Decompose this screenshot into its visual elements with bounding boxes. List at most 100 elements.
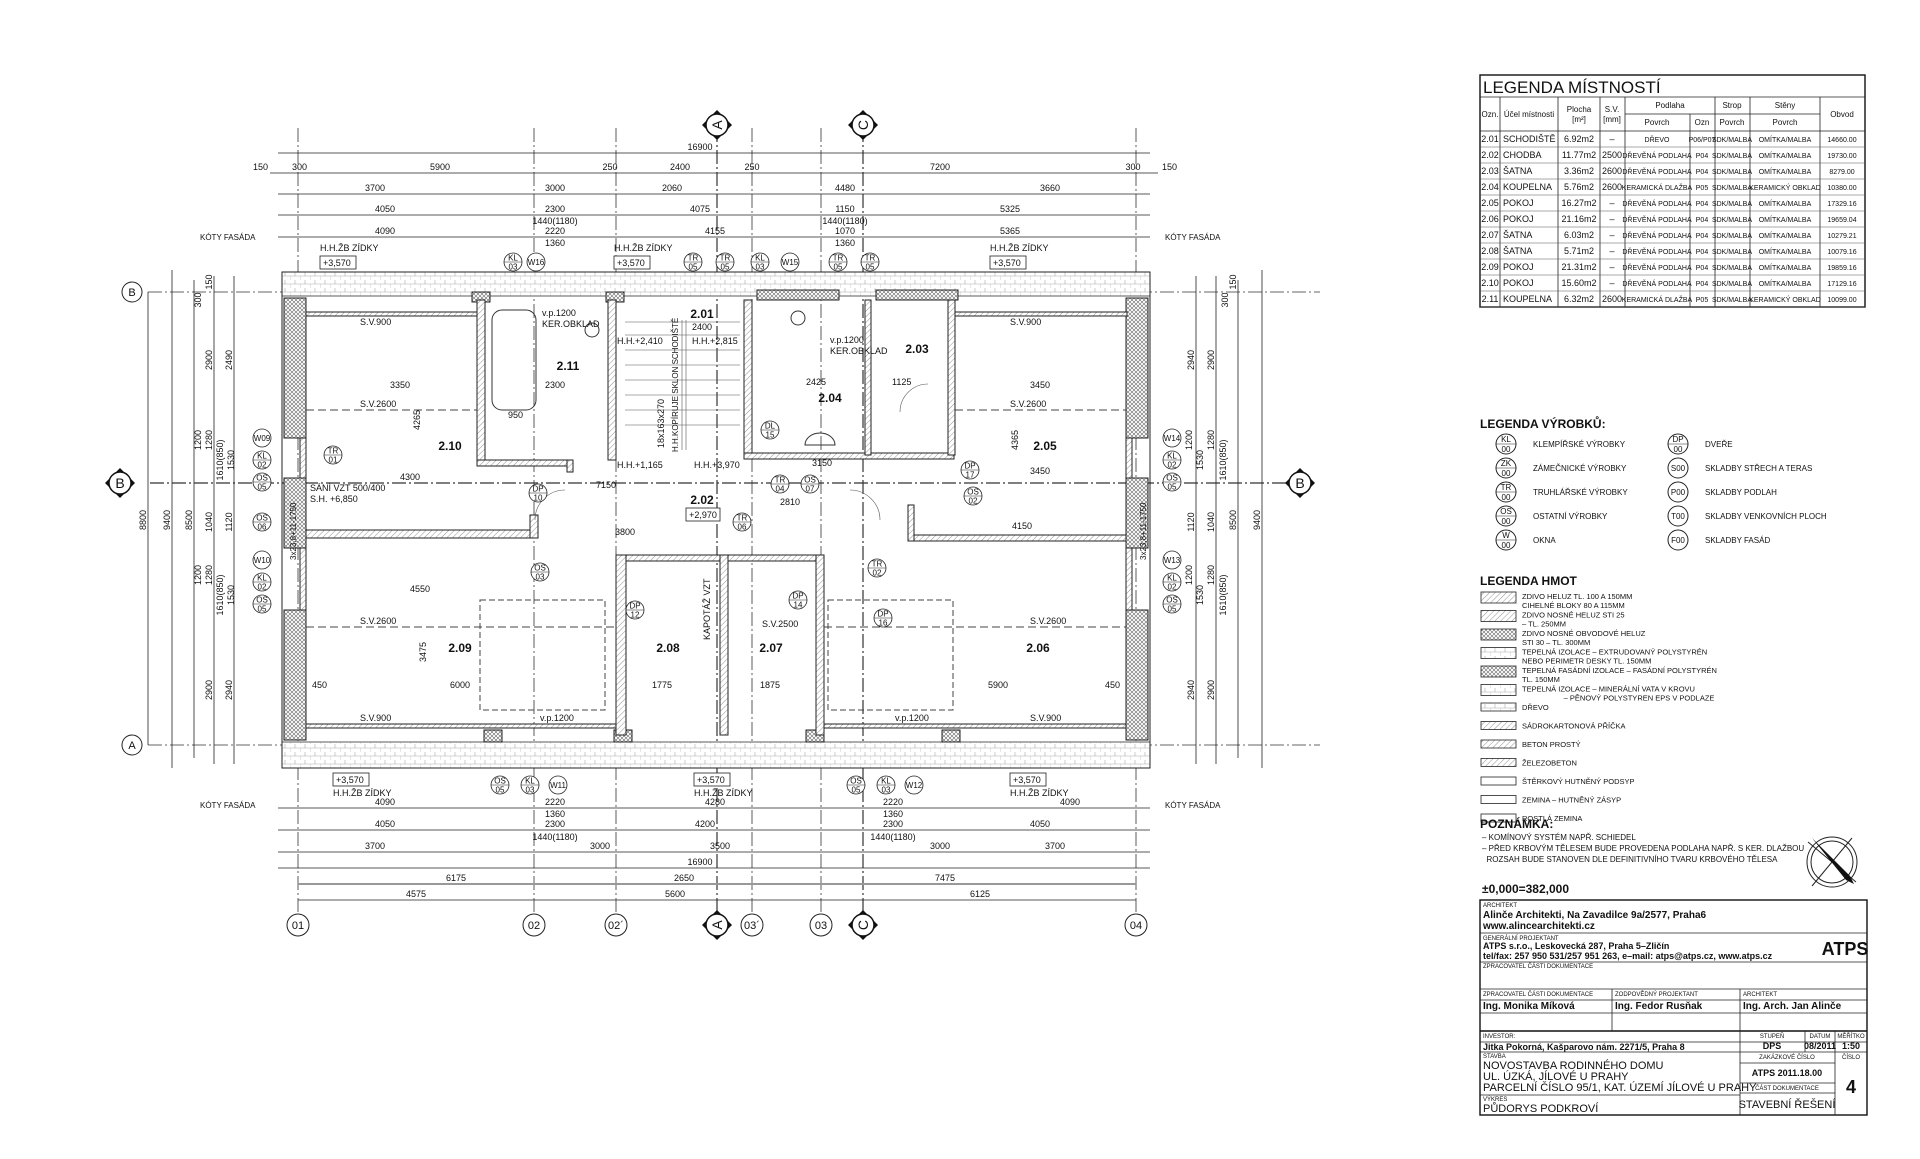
table-cell: SDK/MALBA xyxy=(1712,217,1752,224)
dim: 5600 xyxy=(665,889,685,899)
responsible-designer: Ing. Fedor Rusňak xyxy=(1615,1001,1703,1012)
table-cell: 3.36m2 xyxy=(1564,166,1594,176)
dim: 3475 xyxy=(418,642,428,662)
architect-address: Alinče Architekti, Na Zavadilce 9a/2577,… xyxy=(1483,910,1707,921)
room-legend-title: LEGENDA MÍSTNOSTÍ xyxy=(1483,78,1661,97)
koty-fasada-label: KÓTY FASÁDA xyxy=(1165,801,1221,810)
tag-code: DP xyxy=(792,592,803,601)
interior-walls xyxy=(305,299,1128,736)
label: ČÍSLO xyxy=(1842,1054,1860,1061)
section-label: A xyxy=(709,920,725,930)
col-header: Ozn. xyxy=(1482,110,1499,119)
table-cell: OMÍTKA/MALBA xyxy=(1759,231,1812,240)
table-cell: 16.27m2 xyxy=(1561,198,1596,208)
table-cell: OMÍTKA/MALBA xyxy=(1759,167,1812,176)
table-cell: 2.10 xyxy=(1481,278,1499,288)
dim: 1440(1180) xyxy=(532,832,577,842)
table-cell: 17329.16 xyxy=(1827,201,1856,208)
tag-code: OS xyxy=(1166,596,1178,605)
table-cell: DŘEVĚNÁ PODLAHA xyxy=(1622,215,1692,224)
table-cell: OMÍTKA/MALBA xyxy=(1759,279,1812,288)
col-header: Strop xyxy=(1722,101,1742,110)
dim: 9400 xyxy=(162,510,172,530)
table-cell: 2.08 xyxy=(1481,246,1499,256)
product-label: SKLADBY VENKOVNÍCH PLOCH xyxy=(1705,512,1827,521)
dim: 2940 xyxy=(1186,680,1196,700)
material-legend-item: TEPELNÁ FASÁDNÍ IZOLACE – FASÁDNÍ POLYST… xyxy=(1480,665,1717,684)
dim: 2220 xyxy=(545,226,565,236)
product-code: 00 xyxy=(1502,445,1511,454)
table-cell: KOUPELNA xyxy=(1503,182,1552,192)
dim: 1280 xyxy=(204,565,214,585)
tag-bubble: W15 xyxy=(780,252,800,272)
dim: 300 xyxy=(193,292,203,307)
dim: 4365 xyxy=(1010,430,1020,450)
dim: 4575 xyxy=(406,889,426,899)
table-cell: KERAMICKÝ OBKLAD xyxy=(1749,295,1821,304)
note: S.V.2600 xyxy=(360,616,396,626)
section-label: C xyxy=(855,120,871,130)
table-cell: SDK/MALBA xyxy=(1712,137,1752,144)
note: S.V.900 xyxy=(1010,317,1041,327)
dim: 3660 xyxy=(1040,183,1060,193)
dim: 1530 xyxy=(226,450,236,470)
dim: 1125 xyxy=(892,377,911,387)
tag-number: 03 xyxy=(526,786,535,795)
architect-web: www.alincearchitekti.cz xyxy=(1482,921,1595,932)
wall-tag: H.H.ŽB ZÍDKY xyxy=(614,243,673,253)
section-mark: A xyxy=(702,110,732,140)
wall-level: +3,570 xyxy=(697,775,725,785)
col-header: Povrch xyxy=(1773,118,1798,127)
room-2-04: 2.04 xyxy=(818,391,842,405)
wall-level: +3,570 xyxy=(323,258,351,268)
material-label: ZEMINA – HUTNĚNÝ ZÁSYP xyxy=(1522,796,1621,805)
table-cell: – xyxy=(1609,278,1614,288)
room-dim: 2400 xyxy=(692,322,712,332)
dim: 3700 xyxy=(365,841,385,851)
table-cell: DŘEVĚNÁ PODLAHA xyxy=(1622,247,1692,256)
table-cell: 11.77m2 xyxy=(1562,150,1596,160)
dim: 6000 xyxy=(450,680,470,690)
wall-tag: H.H.ŽB ZÍDKY xyxy=(694,788,753,798)
note: v.p.1200 xyxy=(540,713,574,723)
note: v.p.1200 xyxy=(542,308,576,318)
dim: 1530 xyxy=(226,585,236,605)
tag-code: KL xyxy=(755,254,765,263)
wall-level: +3,570 xyxy=(617,258,645,268)
tag-number: 03 xyxy=(509,263,518,272)
section-label: B xyxy=(1295,475,1304,491)
processor-name: Ing. Monika Míková xyxy=(1483,1001,1575,1012)
tag-code: W09 xyxy=(254,434,271,443)
tag-number: 05 xyxy=(258,605,267,614)
label: ZAKÁZKOVÉ ČÍSLO xyxy=(1759,1054,1815,1061)
window-note: 3x23,8+11-1750 xyxy=(1139,502,1148,560)
outer-wall-left xyxy=(283,297,307,439)
material-label: SÁDROKARTONOVÁ PŘÍČKA xyxy=(1522,722,1626,731)
room-2-06: 2.06 xyxy=(1026,641,1050,655)
tag-code: W13 xyxy=(1164,556,1181,565)
room-2-01: 2.01 xyxy=(690,307,714,321)
material-legend-title: LEGENDA HMOT xyxy=(1480,574,1578,588)
tag-code: DP xyxy=(532,485,543,494)
roof-overhang-top xyxy=(281,271,1151,297)
table-cell: KOUPELNA xyxy=(1503,294,1552,304)
table-cell: 2600 xyxy=(1602,166,1622,176)
architect-name: Ing. Arch. Jan Alinče xyxy=(1743,1001,1842,1012)
dim: 1200 xyxy=(193,565,203,585)
tag-number: 02 xyxy=(873,569,882,578)
grid-label: 02´ xyxy=(608,920,624,932)
table-cell: DŘEVĚNÁ PODLAHA xyxy=(1622,231,1692,240)
dim: 3000 xyxy=(930,841,950,851)
dim: 1120 xyxy=(1186,512,1196,531)
tag-code: OS xyxy=(256,596,268,605)
